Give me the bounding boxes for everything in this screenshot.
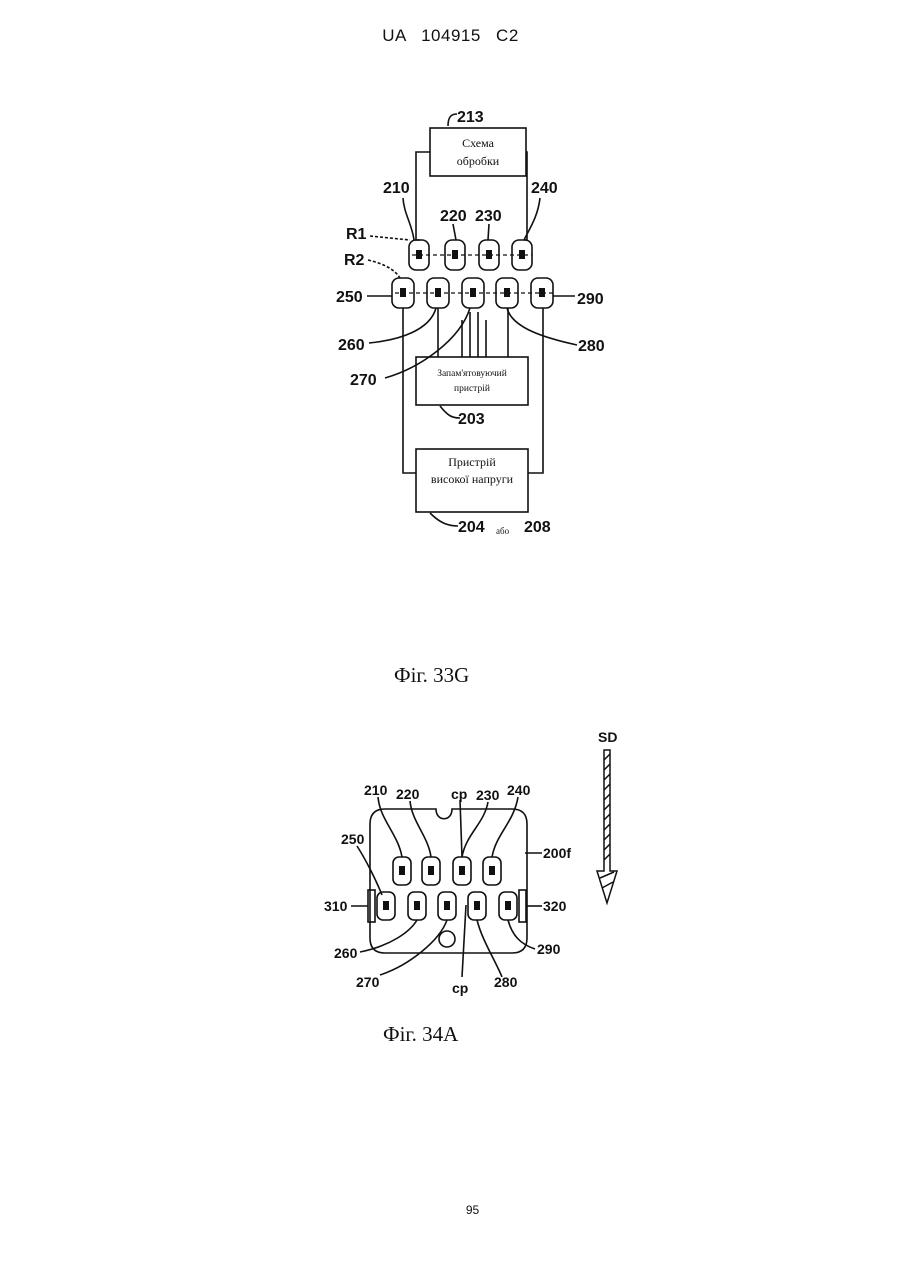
- leader-213: [448, 114, 457, 126]
- label-320: 320: [543, 898, 567, 914]
- hv-box-line2: високої напруги: [431, 472, 514, 486]
- label-250: 250: [336, 289, 363, 306]
- sensor-210-mark: [416, 250, 422, 259]
- label-213: 213: [457, 109, 484, 126]
- label-r1: R1: [346, 226, 367, 243]
- label-240: 240: [507, 782, 531, 798]
- figure-34a-caption: Фіг. 34А: [383, 1022, 458, 1047]
- memory-device-box: [416, 357, 528, 405]
- label-270: 270: [350, 372, 377, 389]
- label-cp-bottom: cp: [452, 980, 468, 996]
- leader-204: [430, 513, 458, 526]
- label-210: 210: [364, 782, 388, 798]
- processing-box-line1: Схема: [462, 136, 495, 150]
- label-r2: R2: [344, 252, 365, 269]
- label-310: 310: [324, 898, 348, 914]
- label-sd: SD: [598, 729, 617, 745]
- label-204: 204: [458, 519, 485, 536]
- sensor-220-mark: [452, 250, 458, 259]
- hv-box-line1: Пристрій: [448, 455, 496, 469]
- label-230: 230: [476, 787, 500, 803]
- processing-box-line2: обробки: [457, 154, 500, 168]
- positioning-hole: [439, 931, 455, 947]
- wire-210: [416, 152, 430, 240]
- label-240: 240: [531, 180, 558, 197]
- sensor-250-mark: [400, 288, 406, 297]
- label-220: 220: [440, 208, 467, 225]
- leader-r2: [368, 260, 400, 278]
- contact-310: [368, 890, 375, 922]
- label-abo: або: [496, 526, 510, 536]
- label-260: 260: [334, 945, 358, 961]
- sensor-240-mark: [519, 250, 525, 259]
- label-200f: 200f: [543, 845, 571, 861]
- leader-220: [453, 224, 456, 240]
- label-290: 290: [577, 291, 604, 308]
- figure-33g-diagram: Схема обробки Запам'ятовуючий пристрій П…: [0, 0, 901, 700]
- label-280: 280: [494, 974, 518, 990]
- sensor-270-mark: [470, 288, 476, 297]
- leader-280: [507, 308, 577, 345]
- contact-320: [519, 890, 526, 922]
- figure-34a-diagram: SD 210 220 cp 230 240 250 200f 310 320 2…: [0, 700, 901, 1020]
- wire-250-hv: [403, 308, 416, 473]
- label-250: 250: [341, 831, 365, 847]
- memory-box-line1: Запам'ятовуючий: [437, 368, 507, 379]
- sensor-260-mark: [435, 288, 441, 297]
- sensor-230-mark: [486, 250, 492, 259]
- leader-r1: [370, 236, 410, 240]
- figure-33g-caption: Фіг. 33G: [394, 663, 469, 688]
- label-280: 280: [578, 338, 605, 355]
- leader-210: [403, 198, 414, 240]
- sd-direction-arrow: [597, 750, 617, 903]
- leader-270: [385, 308, 470, 378]
- label-210: 210: [383, 180, 410, 197]
- sensor-280-mark: [504, 288, 510, 297]
- label-208: 208: [524, 519, 551, 536]
- sensor-290-mark: [539, 288, 545, 297]
- leader-203: [440, 406, 460, 418]
- label-260: 260: [338, 337, 365, 354]
- memory-box-line2: пристрій: [454, 383, 490, 394]
- label-cp-top: cp: [451, 786, 467, 802]
- label-270: 270: [356, 974, 380, 990]
- leader-230: [488, 224, 489, 240]
- label-220: 220: [396, 786, 420, 802]
- label-230: 230: [475, 208, 502, 225]
- label-203: 203: [458, 411, 485, 428]
- label-290: 290: [537, 941, 561, 957]
- page-number: 95: [0, 1203, 901, 1217]
